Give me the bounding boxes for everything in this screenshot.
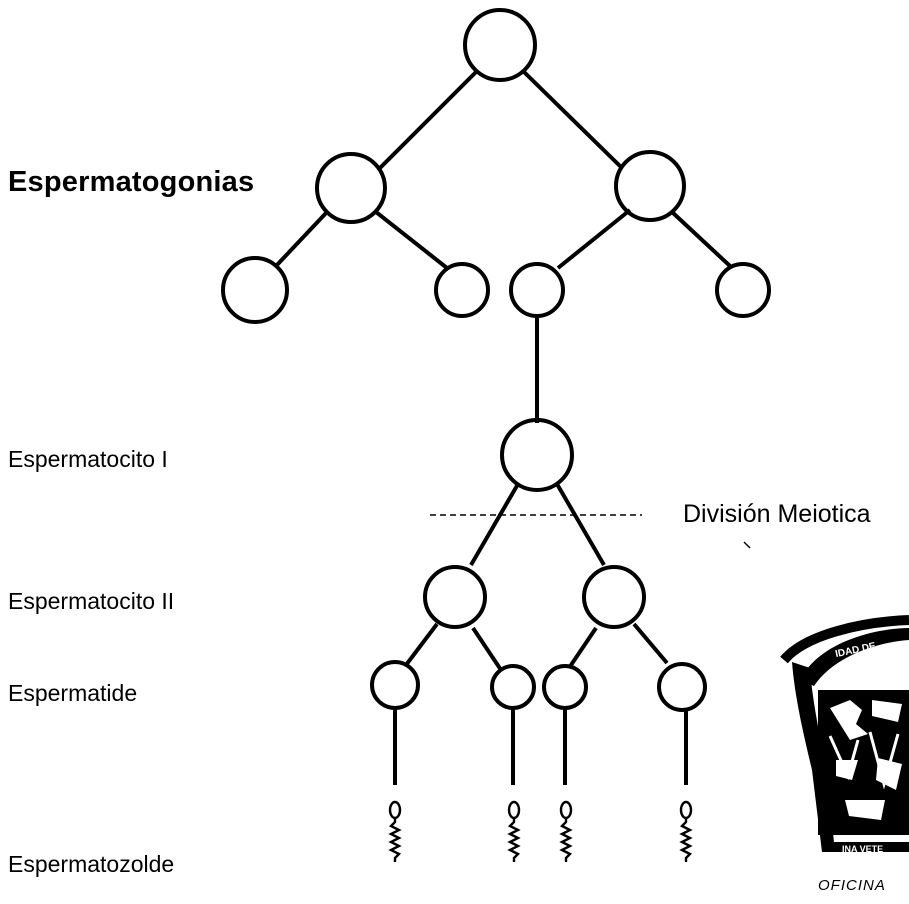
connector-line — [634, 624, 667, 663]
spermatozoon — [390, 802, 400, 862]
label-espermatogonias: Espermatogonias — [8, 166, 254, 199]
label-espermatocito-ii: Espermatocito II — [8, 588, 174, 615]
primary-spermatocyte-cell — [502, 420, 572, 490]
spermatogonia-daughter-cell — [223, 258, 287, 322]
connector-line — [672, 212, 730, 266]
spermatogonia-root-cell — [465, 10, 535, 80]
connector-line — [471, 484, 518, 565]
label-espermatocito-i: Espermatocito I — [8, 446, 168, 473]
label-espermatide: Espermatide — [8, 680, 137, 707]
secondary-spermatocyte-cell — [584, 567, 644, 627]
spermatid-cell — [492, 666, 534, 708]
spermatogonia-daughter-cell — [511, 264, 563, 316]
connector-line — [522, 70, 622, 168]
spermatogonia-daughter-cell — [436, 264, 488, 316]
label-division-meiotica: División Meiotica — [683, 500, 871, 529]
secondary-spermatocyte-cell — [425, 567, 485, 627]
spermatozoon — [681, 802, 691, 862]
spermatogonia-cell — [616, 152, 684, 220]
label-espermatozoide: Espermatozolde — [8, 851, 174, 878]
connector-line — [406, 624, 437, 665]
connector-line — [557, 484, 604, 565]
connector-line — [276, 212, 327, 266]
spermatid-cell — [659, 664, 705, 710]
spermatid-cell — [372, 662, 418, 708]
connector-line — [380, 70, 478, 168]
spermatozoon — [509, 802, 519, 862]
stamp-caption: OFICINA — [818, 877, 886, 894]
spermatogonia-cell — [317, 154, 385, 222]
pen-mark — [744, 542, 750, 548]
spermatozoon — [561, 802, 571, 862]
connector-line — [558, 210, 630, 268]
institution-stamp-seal: IDAD DE INA VETE — [784, 620, 909, 854]
connector-line — [569, 628, 596, 668]
connector-line — [473, 628, 501, 670]
spermatogonia-daughter-cell — [717, 264, 769, 316]
stamp-band-text: INA VETE — [842, 844, 883, 854]
connector-line — [376, 212, 447, 268]
spermatid-cell — [544, 666, 586, 708]
